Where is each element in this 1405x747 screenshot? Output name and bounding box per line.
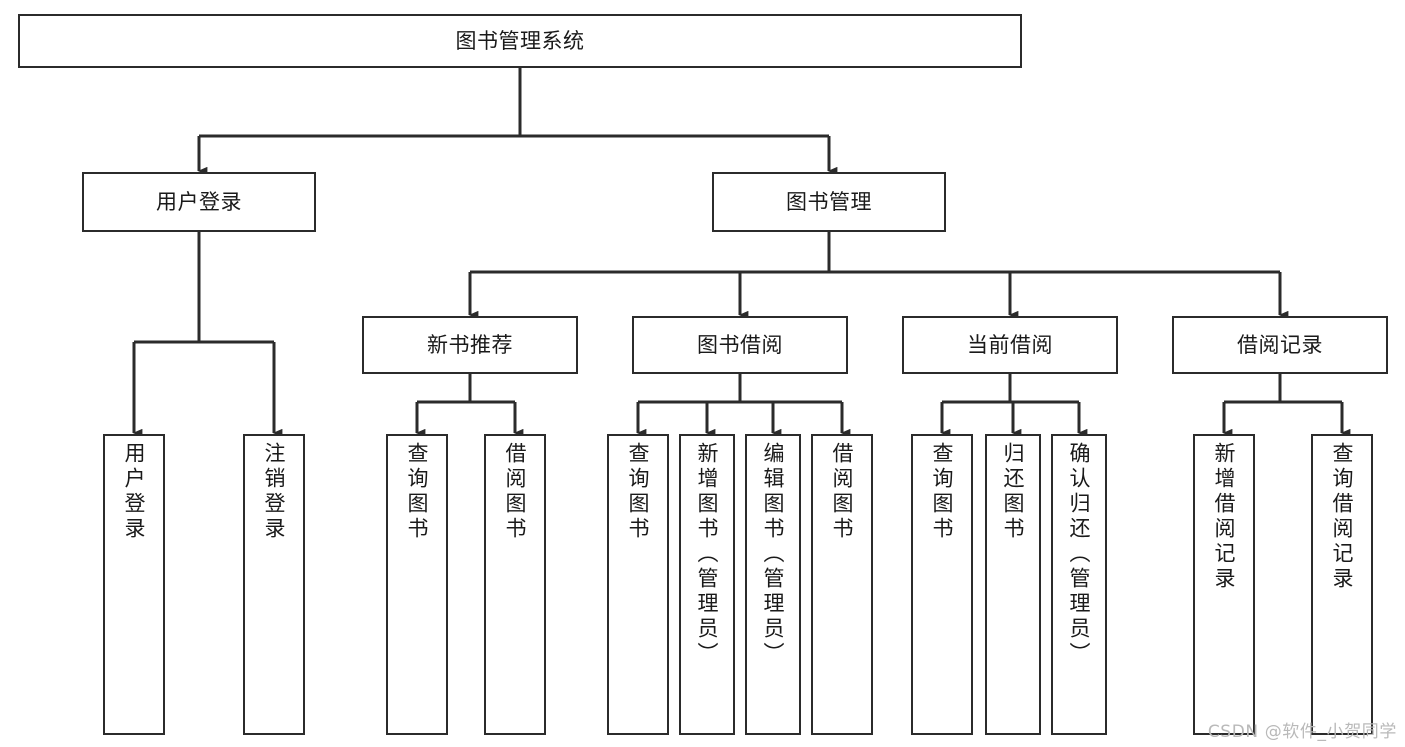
node-leaf-rec-query-record[interactable]: 查询借阅记录 <box>1311 434 1373 735</box>
node-leaf-rec-query-book[interactable]: 查询图书 <box>386 434 448 735</box>
node-label: 查询图书 <box>626 442 651 542</box>
edges-group <box>132 68 1351 438</box>
node-label: 查询图书 <box>405 442 430 542</box>
node-label: 编辑图书（管理员） <box>761 442 786 667</box>
node-label: 注销登录 <box>262 442 287 542</box>
node-label: 确认归还（管理员） <box>1067 442 1092 667</box>
node-label: 查询借阅记录 <box>1330 442 1355 592</box>
node-label: 用户登录 <box>156 189 242 214</box>
node-leaf-cur-return-book[interactable]: 归还图书 <box>985 434 1041 735</box>
node-leaf-borrow-edit-book[interactable]: 编辑图书（管理员） <box>745 434 801 735</box>
node-leaf-rec-add-record[interactable]: 新增借阅记录 <box>1193 434 1255 735</box>
node-label: 新增图书（管理员） <box>695 442 720 667</box>
node-label: 借阅记录 <box>1237 332 1323 357</box>
node-label: 图书管理系统 <box>455 28 585 53</box>
node-borrow-record[interactable]: 借阅记录 <box>1172 316 1388 374</box>
node-label: 借阅图书 <box>830 442 855 542</box>
node-book-manage[interactable]: 图书管理 <box>712 172 946 232</box>
node-current-borrow[interactable]: 当前借阅 <box>902 316 1118 374</box>
node-leaf-cur-query-book[interactable]: 查询图书 <box>911 434 973 735</box>
node-new-book-rec[interactable]: 新书推荐 <box>362 316 578 374</box>
node-book-borrow[interactable]: 图书借阅 <box>632 316 848 374</box>
node-leaf-user-logout[interactable]: 注销登录 <box>243 434 305 735</box>
node-root[interactable]: 图书管理系统 <box>18 14 1022 68</box>
watermark-label: CSDN @软件_小贺同学 <box>1207 722 1397 742</box>
node-label: 归还图书 <box>1001 442 1026 542</box>
node-label: 新增借阅记录 <box>1212 442 1237 592</box>
node-label: 当前借阅 <box>967 332 1053 357</box>
node-leaf-cur-confirm-return[interactable]: 确认归还（管理员） <box>1051 434 1107 735</box>
node-leaf-user-login[interactable]: 用户登录 <box>103 434 165 735</box>
node-label: 查询图书 <box>930 442 955 542</box>
node-leaf-rec-borrow-book[interactable]: 借阅图书 <box>484 434 546 735</box>
node-label: 用户登录 <box>122 442 147 542</box>
node-leaf-borrow-query-book[interactable]: 查询图书 <box>607 434 669 735</box>
node-leaf-borrow-add-book[interactable]: 新增图书（管理员） <box>679 434 735 735</box>
node-leaf-borrow-borrow-book[interactable]: 借阅图书 <box>811 434 873 735</box>
node-label: 借阅图书 <box>503 442 528 542</box>
node-user-login[interactable]: 用户登录 <box>82 172 316 232</box>
node-label: 新书推荐 <box>427 332 513 357</box>
node-label: 图书管理 <box>786 189 872 214</box>
node-label: 图书借阅 <box>697 332 783 357</box>
